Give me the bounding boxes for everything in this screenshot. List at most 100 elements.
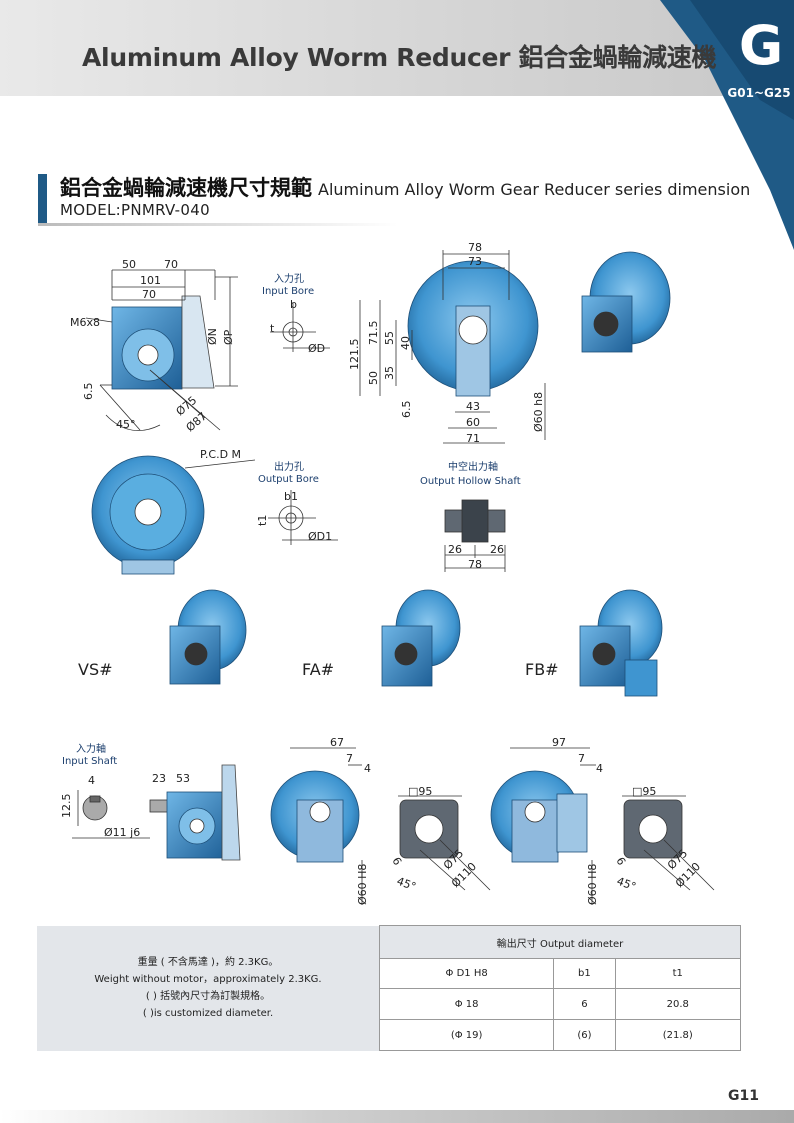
table-cell: (21.8) <box>614 1019 741 1051</box>
iso-render-vs <box>169 589 247 685</box>
iso-render-top <box>581 251 671 353</box>
table-cell: 20.8 <box>614 988 741 1020</box>
dim-70b: 70 <box>142 288 156 301</box>
dim-67: 67 <box>330 736 344 749</box>
input-shaft-zh: 入力軸 <box>76 742 106 755</box>
note-line-1: 重量 ( 不含馬達 )，約 2.3KG。 <box>137 957 279 968</box>
input-shaft-drawing <box>72 764 241 861</box>
dim-angle-45b: 45° <box>395 875 418 894</box>
dimension-drawings: 50 70 101 70 M6x8 ØN ØP 6.5 45° Ø75 Ø87 … <box>60 241 715 905</box>
dim-40: 40 <box>399 336 412 350</box>
dim-phi-60-h8: Ø60 h8 <box>532 392 545 432</box>
variant-fa-label: FA# <box>302 660 335 679</box>
column-header: Φ D1 H8 <box>378 958 555 989</box>
dim-78b: 78 <box>468 558 482 571</box>
output-diameter-table: 重量 ( 不含馬達 )，約 2.3KG。 Weight without moto… <box>37 925 741 1051</box>
dim-phi-11: Ø11 j6 <box>104 826 140 839</box>
dim-50: 50 <box>122 258 136 271</box>
dim-7: 7 <box>346 752 353 765</box>
dim-sq95: □95 <box>408 785 432 798</box>
output-bore-en: Output Bore <box>258 474 319 485</box>
dim-35: 35 <box>383 366 396 380</box>
dim-phi-d: ØD <box>308 342 325 355</box>
front-view <box>85 269 238 432</box>
hollow-zh: 中空出力軸 <box>448 460 498 473</box>
dim-23: 23 <box>152 772 166 785</box>
dim-phi-p: ØP <box>222 329 235 345</box>
output-bore-zh: 出力孔 <box>274 460 304 473</box>
hollow-shaft-drawing <box>444 499 506 572</box>
output-bore-drawing <box>268 490 338 545</box>
fb-side-view <box>490 747 596 905</box>
dim-t: t <box>270 322 275 335</box>
table-header: 輸出尺寸 Output diameter <box>379 925 741 959</box>
section-marker <box>38 174 47 224</box>
dim-70: 70 <box>164 258 178 271</box>
dim-6-5: 6.5 <box>82 383 95 401</box>
footer-bar <box>0 1110 794 1123</box>
chapter-letter: G <box>738 14 784 77</box>
variant-vs-label: VS# <box>78 660 113 679</box>
section-underline <box>38 223 398 226</box>
table-cell: (Φ 19) <box>378 1019 555 1051</box>
dim-phi-d1: ØD1 <box>308 530 332 543</box>
input-bore-drawing <box>270 303 330 352</box>
chapter-tab <box>660 0 794 250</box>
dim-sq95b: □95 <box>632 785 656 798</box>
dim-60: 60 <box>466 416 480 429</box>
dim-121-5: 121.5 <box>348 339 361 371</box>
dim-angle-45: 45° <box>116 418 136 431</box>
table-cell: (6) <box>553 1019 616 1051</box>
dim-7b: 7 <box>578 752 585 765</box>
note-line-3: ( ) 括號內尺寸為訂製規格。 <box>145 991 271 1002</box>
fa-side-view <box>270 747 363 905</box>
header-band <box>0 0 794 96</box>
table-cell: Φ 18 <box>378 988 555 1020</box>
dim-phi-60-H8b: Ø60 H8 <box>586 864 599 905</box>
dim-50b: 50 <box>367 371 380 385</box>
note-line-2: Weight without motor，approximately 2.3KG… <box>94 974 322 985</box>
dim-b1: b1 <box>284 490 298 503</box>
dim-71: 71 <box>466 432 480 445</box>
weight-note: 重量 ( 不含馬達 )，約 2.3KG。 Weight without moto… <box>37 925 380 1051</box>
dim-73: 73 <box>468 255 482 268</box>
iso-render-fb <box>579 589 663 697</box>
model-label: MODEL:PNMRV-040 <box>60 201 210 219</box>
dim-97: 97 <box>552 736 566 749</box>
dim-4b: 4 <box>364 762 371 775</box>
fa-square-flange <box>398 795 491 891</box>
dim-101: 101 <box>140 274 161 287</box>
dim-26b: 26 <box>490 543 504 556</box>
fb-square-flange <box>622 795 715 891</box>
section-title-en: Aluminum Alloy Worm Gear Reducer series … <box>318 180 751 199</box>
dim-26a: 26 <box>448 543 462 556</box>
input-bore-en: Input Bore <box>262 286 314 297</box>
column-header: t1 <box>614 958 741 989</box>
side-view <box>359 250 546 444</box>
iso-render-fa <box>381 589 461 687</box>
note-line-4: ( )is customized diameter. <box>142 1008 274 1019</box>
dim-4: 4 <box>88 774 95 787</box>
column-header: b1 <box>553 958 616 989</box>
dim-phi-n: ØN <box>206 328 219 345</box>
input-shaft-en: Input Shaft <box>62 756 117 767</box>
page-number: G11 <box>728 1088 759 1104</box>
dim-78: 78 <box>468 241 482 254</box>
dim-55: 55 <box>383 331 396 345</box>
dim-angle-45c: 45° <box>615 875 638 894</box>
dim-6b: 6 <box>613 855 628 868</box>
section-title: 鋁合金蝸輪減速機尺寸規範 Aluminum Alloy Worm Gear Red… <box>60 172 750 202</box>
section-title-zh: 鋁合金蝸輪減速機尺寸規範 <box>60 176 312 200</box>
dim-b: b <box>290 298 297 311</box>
dim-t1: t1 <box>256 515 269 526</box>
chapter-range: G01~G25 <box>727 86 791 100</box>
page-title: Aluminum Alloy Worm Reducer 鋁合金蝸輪減速機 <box>82 43 717 72</box>
input-bore-zh: 入力孔 <box>274 272 304 285</box>
m6x8-label: M6x8 <box>70 316 100 329</box>
variant-fb-label: FB# <box>525 660 559 679</box>
dim-4c: 4 <box>596 762 603 775</box>
dim-6-5b: 6.5 <box>400 401 413 419</box>
pcd-label: P.C.D M <box>200 448 241 461</box>
dim-53: 53 <box>176 772 190 785</box>
dim-12-5: 12.5 <box>60 794 73 819</box>
